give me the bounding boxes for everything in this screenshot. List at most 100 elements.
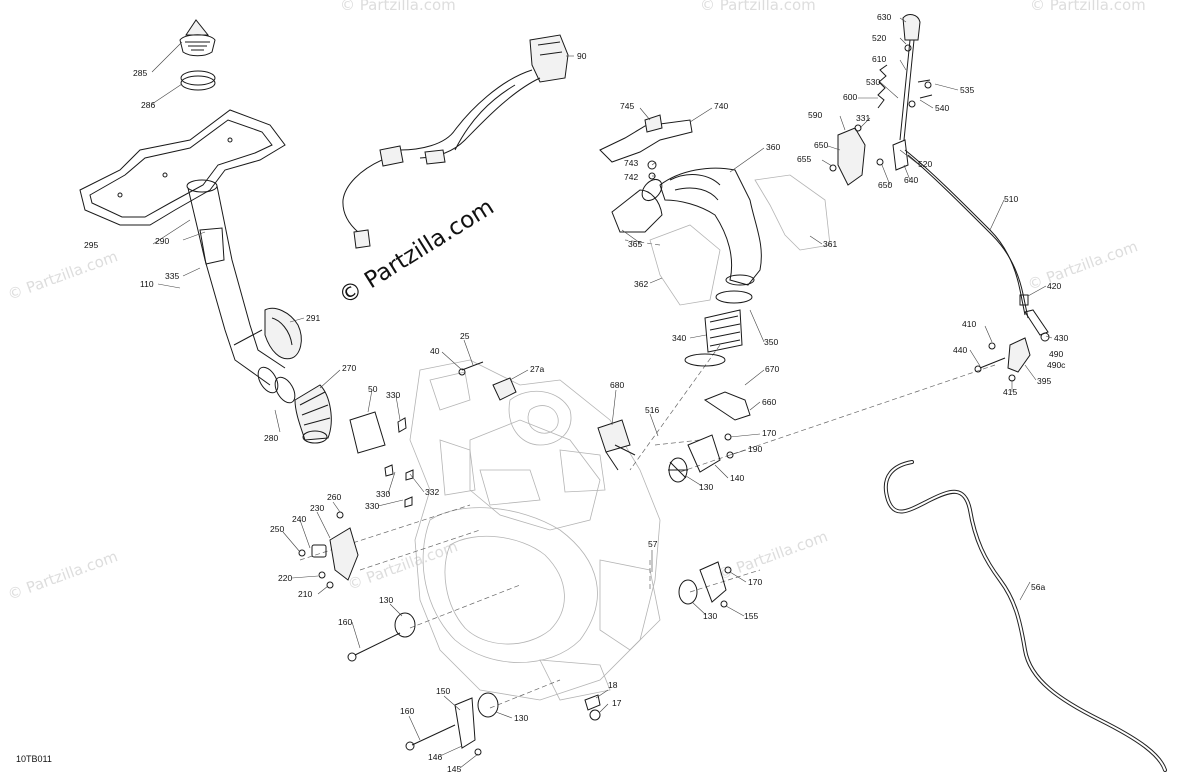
panel-361: [754, 174, 831, 251]
callout-labels: 630 520 610 535 530 540 600 590 331 650 …: [84, 12, 1068, 774]
sensor-27a: [492, 377, 517, 401]
callout-295: 295: [84, 240, 98, 250]
bracket-740: [599, 114, 693, 180]
callout-520: 520: [918, 159, 932, 169]
watermark-text: © Partzilla.com: [5, 547, 120, 604]
callout-291: 291: [306, 313, 320, 323]
watermark-text: © Partzilla.com: [5, 247, 120, 304]
callout-590: 590: [808, 110, 822, 120]
fitting-17-18: [584, 694, 601, 721]
callout-335: 335: [165, 271, 179, 281]
callout-530: 530: [866, 77, 880, 87]
callout-350: 350: [764, 337, 778, 347]
mount-130c: [347, 612, 416, 662]
mount-plate-295: [79, 109, 286, 226]
intake-tube-290: [186, 179, 286, 386]
callout-210: 210: [298, 589, 312, 599]
callout-110: 110: [140, 279, 154, 289]
callout-170: 170: [748, 577, 762, 587]
watermark-text: © Partzilla.com: [340, 0, 456, 14]
partzilla-watermark: © Partzilla.com: [334, 194, 498, 310]
callout-286: 286: [141, 100, 155, 110]
callout-340: 340: [672, 333, 686, 343]
callout-516: 516: [645, 405, 659, 415]
callout-520: 520: [872, 33, 886, 43]
shifter-bracket-590: [829, 124, 884, 186]
shift-linkage-610: [908, 79, 933, 108]
ball-joint-430: [1024, 309, 1050, 342]
shift-knob-630: [899, 14, 921, 141]
watermark-text: © Partzilla.com: [1030, 0, 1146, 14]
callout-280: 280: [264, 433, 278, 443]
callout-170: 170: [762, 428, 776, 438]
mount-bracket-230: [298, 511, 359, 589]
diagram-code: 10TB011: [16, 754, 52, 764]
bracket-140: [687, 433, 734, 473]
callout-230: 230: [310, 503, 324, 513]
plate-50: [349, 411, 386, 454]
callout-670: 670: [765, 364, 779, 374]
actuator-680: [597, 419, 636, 471]
callout-650: 650: [878, 180, 892, 190]
callout-130: 130: [379, 595, 393, 605]
callout-27a: 27a: [530, 364, 544, 374]
watermark-text: © Partzilla.com: [715, 527, 830, 584]
callout-660: 660: [762, 397, 776, 407]
callout-610: 610: [872, 54, 886, 64]
callout-290: 290: [155, 236, 169, 246]
filter-cap-285: [179, 19, 216, 57]
callout-415: 415: [1003, 387, 1017, 397]
mount-130d: [405, 692, 499, 756]
callout-150: 150: [436, 686, 450, 696]
lever-395: [974, 337, 1031, 382]
callout-540: 540: [935, 103, 949, 113]
callout-260: 260: [327, 492, 341, 502]
callout-130: 130: [703, 611, 717, 621]
callout-740: 740: [714, 101, 728, 111]
bracket-660: [703, 391, 751, 421]
callout-535: 535: [960, 85, 974, 95]
callout-361: 361: [823, 239, 837, 249]
callout-331: 331: [856, 113, 870, 123]
boot-291: [264, 307, 302, 360]
air-duct-360: [659, 167, 762, 286]
callout-155: 155: [744, 611, 758, 621]
callout-440: 440: [953, 345, 967, 355]
mount-130a: [668, 457, 688, 483]
callout-395: 395: [1037, 376, 1051, 386]
watermark-layer: © Partzilla.com © Partzilla.com © Partzi…: [5, 0, 1146, 604]
callout-330: 330: [386, 390, 400, 400]
callout-145: 145: [447, 764, 461, 774]
watermark-text: © Partzilla.com: [1025, 237, 1140, 294]
callout-510: 510: [1004, 194, 1018, 204]
bolt-25-40: [458, 361, 484, 376]
engine-block: [409, 359, 661, 701]
callout-600: 600: [843, 92, 857, 102]
mount-130b: [678, 561, 732, 608]
callout-270: 270: [342, 363, 356, 373]
shift-rod-510: [904, 149, 1029, 319]
spring-600: [877, 64, 888, 109]
callout-680: 680: [610, 380, 624, 390]
watermark-text: © Partzilla.com: [345, 537, 460, 594]
callout-490c: 490c: [1047, 360, 1066, 370]
callout-25: 25: [460, 331, 470, 341]
callout-130: 130: [514, 713, 528, 723]
callout-430: 430: [1054, 333, 1068, 343]
watermark-text: © Partzilla.com: [700, 0, 816, 14]
callout-743: 743: [624, 158, 638, 168]
callout-650: 650: [814, 140, 828, 150]
callout-57: 57: [648, 539, 658, 549]
callout-655: 655: [797, 154, 811, 164]
harness-90: [342, 34, 569, 249]
callout-362: 362: [634, 279, 648, 289]
clamp-286: [180, 70, 216, 91]
filter-340: [684, 290, 753, 367]
callout-140: 140: [730, 473, 744, 483]
callout-130: 130: [699, 482, 713, 492]
callout-50: 50: [368, 384, 378, 394]
callout-285: 285: [133, 68, 147, 78]
callout-160: 160: [338, 617, 352, 627]
callout-40: 40: [430, 346, 440, 356]
